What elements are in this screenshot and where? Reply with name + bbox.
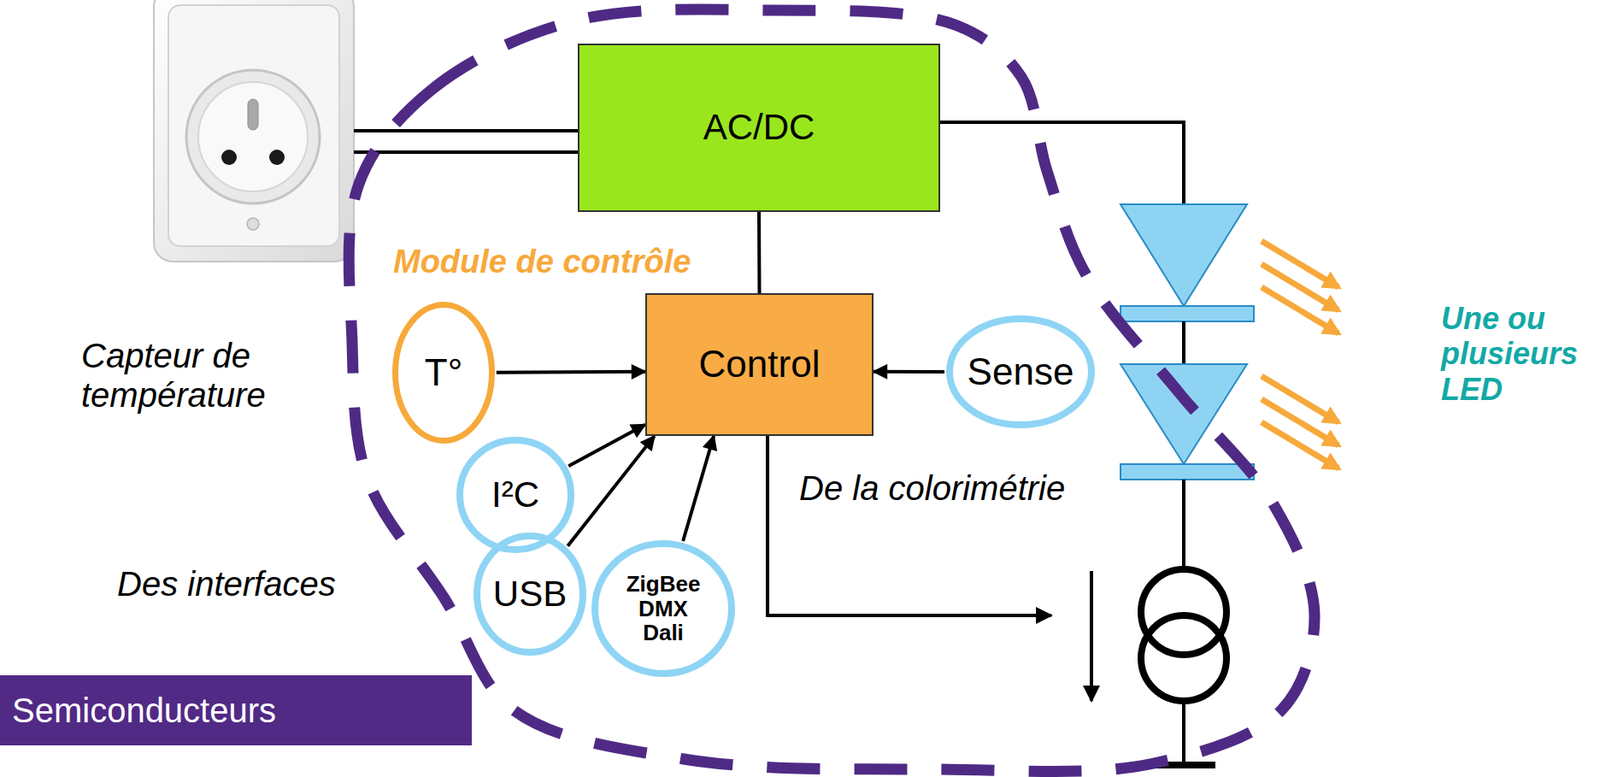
- sensor-circle: T°: [392, 301, 495, 444]
- led-symbol: [1120, 204, 1254, 322]
- colorimetry-caption: De la colorimétrie: [799, 468, 1065, 508]
- caption-text: De la colorimétrie: [799, 468, 1065, 508]
- power-outlet: [153, 0, 354, 262]
- interface-circle: ZigBee DMX Dali: [591, 540, 736, 677]
- sensor-circle: Sense: [946, 315, 1095, 429]
- interface-caption: Des interfaces: [117, 564, 336, 604]
- outlet-recess: [198, 82, 308, 192]
- connector-arrow: [682, 435, 714, 542]
- dashed-outline: [348, 9, 1315, 772]
- node-label: ZigBee DMX Dali: [620, 571, 706, 646]
- light-ray: [1261, 241, 1339, 288]
- led-triangle: [1120, 204, 1248, 306]
- mains-wire: [353, 129, 578, 133]
- circle-outline: [395, 305, 493, 442]
- caption-text: Une ou plusieurs LED: [1441, 300, 1589, 407]
- outlet-frame: [168, 5, 340, 247]
- light-ray: [1261, 399, 1339, 446]
- light-ray: [1261, 264, 1339, 311]
- mains-wires: [353, 130, 578, 153]
- light-rays: [1261, 241, 1339, 469]
- light-ray: [1261, 376, 1339, 423]
- circle-outline: [476, 535, 583, 653]
- node-label: USB: [493, 573, 567, 615]
- led-bar: [1120, 305, 1254, 322]
- connector-arrow: [496, 370, 646, 375]
- connector-line: [757, 211, 762, 294]
- node-label: Sense: [967, 350, 1075, 395]
- caption-text: Capteur de température: [81, 335, 312, 415]
- circle-outline: [459, 440, 571, 550]
- outlet-socket: [186, 70, 320, 204]
- circle-outline: [949, 318, 1092, 425]
- led-caption: Une ou plusieurs LED: [1441, 300, 1589, 407]
- current-source-symbol: [1141, 569, 1227, 701]
- controller-box: Control: [645, 293, 874, 436]
- circle-outline: [594, 543, 732, 674]
- connector-arrow: [873, 370, 945, 374]
- led-bar: [1120, 464, 1254, 480]
- interface-circle: USB: [473, 532, 587, 656]
- led-wire: [1182, 321, 1186, 365]
- earth-pin: [247, 99, 259, 130]
- section-banner: Semiconducteurs: [0, 675, 472, 746]
- control-signal-arrow: [767, 435, 1052, 616]
- node-label: I²C: [491, 474, 540, 516]
- node-label: AC/DC: [703, 106, 816, 148]
- light-ray: [1261, 422, 1339, 469]
- current-arrow: [1089, 570, 1094, 701]
- outlet-plate: [153, 0, 354, 262]
- power-supply-box: AC/DC: [577, 43, 941, 212]
- outlet-hole: [221, 149, 237, 165]
- led-symbol: [1120, 364, 1254, 480]
- sensor-caption: Capteur de température: [81, 335, 312, 415]
- supply-wire: [940, 122, 1184, 205]
- current-source-circle: [1141, 615, 1227, 701]
- node-label: Semiconducteurs: [11, 690, 277, 730]
- region-title: Module de contrôle: [393, 243, 691, 282]
- control-module-region: Module de contrôle AC/DC T° Control SenseI²C…: [341, 0, 1325, 777]
- mains-wire: [353, 150, 578, 154]
- outlet-screw: [247, 217, 259, 230]
- node-label: T°: [424, 351, 463, 395]
- node-label: Control: [699, 342, 821, 387]
- caption-text: Des interfaces: [117, 564, 336, 604]
- outlet-hole: [269, 149, 285, 165]
- ground-wire: [1182, 700, 1186, 765]
- connector-arrow: [567, 435, 654, 547]
- light-ray: [1261, 287, 1339, 334]
- led-wire: [1182, 479, 1186, 570]
